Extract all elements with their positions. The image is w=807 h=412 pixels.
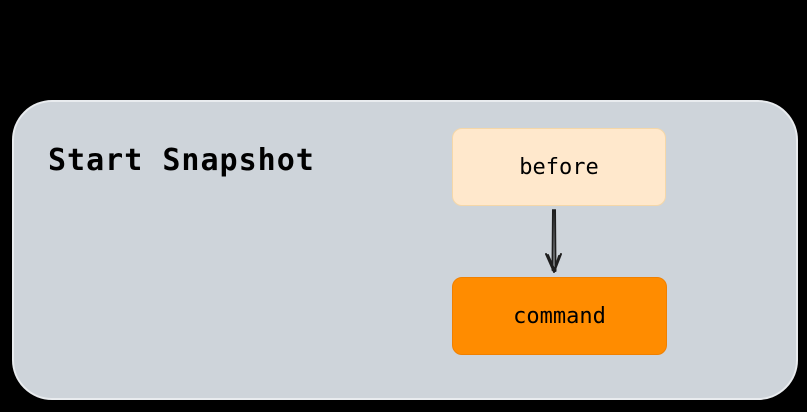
start-snapshot-group [12,100,798,400]
down-arrow-icon [545,209,562,273]
node-command-label: command [513,303,606,329]
node-before-label: before [519,154,599,180]
group-title: Start Snapshot [48,143,315,178]
node-before[interactable]: before [452,128,666,206]
edge-before-to-command [545,209,562,273]
node-command[interactable]: command [452,277,667,355]
